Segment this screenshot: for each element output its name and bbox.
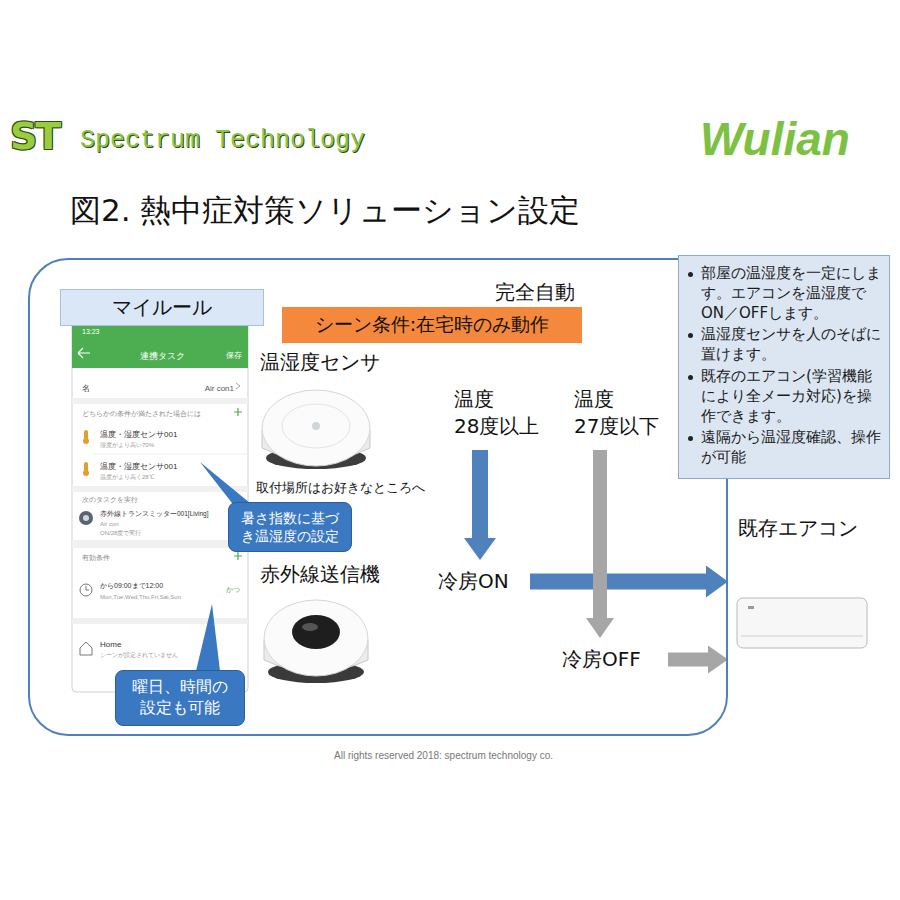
home-icon — [80, 642, 92, 655]
node-text: 遠隔から温湿度確認、操作が可能 — [701, 428, 881, 468]
device-mark — [312, 422, 320, 430]
ir-transmitter-picture — [264, 600, 368, 683]
brand-logo: Wulian — [700, 112, 850, 166]
ac-body — [737, 598, 867, 648]
chevron-icon — [236, 383, 240, 389]
device-item: 温湿度センサ取付場所はお好きなところへ — [254, 348, 444, 504]
app-screenshot: 13:23連携タスク保存名Air con1どちらかの条件が満たされた場合には温度… — [74, 324, 250, 694]
node-text: 部屋の温湿度を一定にします。エアコンを温湿度でON／OFFします。 — [701, 264, 881, 323]
copyright-note: All rights reserved 2018: spectrum techn… — [334, 750, 553, 761]
node-text: 完全自動 — [495, 280, 575, 304]
node-text: かつ — [226, 586, 240, 594]
node-text: 保存 — [226, 351, 242, 361]
callout-pointer — [200, 462, 250, 503]
action-text: 冷房OFF — [558, 642, 662, 677]
ir-lens — [292, 615, 340, 649]
lens-highlight — [302, 623, 318, 631]
node-text: マイルール — [65, 294, 259, 321]
node-text: ON/28度で実行 — [100, 530, 141, 537]
phone-screenshot — [72, 322, 248, 692]
node-text: シーンが設定されていません — [100, 652, 178, 659]
condition-text: 温度 27度以下 — [570, 382, 670, 444]
figure-title: 図2. 熱中症対策ソリューション設定 — [70, 190, 580, 232]
node-text: Air con1 — [205, 384, 234, 394]
node-text: 次のタスクを実行 — [82, 496, 138, 504]
section-band — [72, 540, 248, 548]
callout-pointer — [196, 604, 220, 671]
plus-icon — [234, 408, 242, 416]
action-text: 冷房ON — [434, 564, 524, 599]
automation-frame: 完全自動マイルール 13:23 連携タスク保存名 Air con1 どちらかの条件が満た… — [28, 258, 728, 736]
node-text: 赤外線送信機 — [260, 562, 380, 586]
thermometer-icon — [83, 470, 89, 476]
node-text: 曜日、時間の設定も可能 — [126, 677, 234, 719]
callout-bubble: 暑さ指数に基づき温湿度の設定 — [228, 502, 352, 552]
node-text: Mon,Tue,Wed,Thu,Fri,Sat,Sun — [100, 594, 181, 601]
thermometer-icon — [83, 438, 89, 444]
flow-arrow — [593, 450, 607, 618]
device-ring — [282, 404, 350, 448]
node-text: 温度 27度以下 — [574, 386, 666, 440]
node-text: 温度 28度以上 — [454, 386, 546, 440]
node-text: 温湿度センサ — [260, 350, 380, 374]
node-text: 既存のエアコン(学習機能により全メーカ対応)を操作できます。 — [701, 367, 881, 426]
node-text: 温度・湿度センサ001 — [100, 462, 177, 472]
section-band — [72, 618, 248, 624]
node-text: 冷房ON — [438, 568, 520, 595]
condition-band: シーン条件:在宅時のみ動作 — [282, 307, 582, 343]
node-text: 既存エアコン — [738, 516, 858, 540]
clock-icon — [86, 586, 89, 590]
node-text: シーン条件:在宅時のみ動作 — [286, 312, 578, 338]
flow-arrow — [472, 450, 488, 538]
brand-logo: ST — [10, 114, 59, 158]
node-text: 湿度がより高い70% — [100, 442, 154, 449]
node-text: 赤外線トランスミッター001[Living] — [100, 510, 208, 518]
node-text: 有効条件 — [82, 554, 110, 562]
app-header — [72, 322, 248, 368]
node-text: 13:23 — [82, 328, 100, 336]
node-text: Air con — [100, 521, 119, 528]
section-header: マイルール — [60, 289, 264, 326]
back-arrow — [78, 348, 90, 358]
node-text: 温度・湿度センサ001 — [100, 430, 177, 440]
company-name: Spectrum Technology — [80, 126, 365, 155]
clock-icon — [80, 584, 92, 596]
ir-icon — [83, 515, 89, 521]
flow-arrow — [668, 653, 708, 667]
node-text: どちらかの条件が満たされた場合には — [82, 410, 201, 418]
device-top — [264, 600, 368, 676]
node-text: 取付場所はお好きなところへ — [256, 480, 425, 496]
plus-icon — [234, 552, 242, 560]
device-item: 赤外線送信機 — [254, 558, 404, 690]
node-text: Home — [100, 640, 121, 650]
node-text: から09:00まで12:00 — [100, 582, 163, 590]
node-text: 暑さ指数に基づき温湿度の設定 — [235, 509, 345, 545]
callout-bubble: 曜日、時間の設定も可能 — [115, 670, 245, 726]
ir-icon — [79, 511, 93, 525]
node-text: 名 — [82, 384, 90, 394]
sensor-picture — [262, 390, 370, 469]
node-text: 温湿度センサを人のそばに置けます。 — [701, 325, 881, 365]
section-band — [72, 398, 248, 404]
node-text: 連携タスク — [74, 351, 250, 362]
ac-display — [748, 606, 754, 609]
node-text: 冷房OFF — [562, 646, 658, 673]
device-top — [262, 390, 370, 466]
notes-box: 部屋の温湿度を一定にします。エアコンを温湿度でON／OFFします。温湿度センサを… — [678, 255, 890, 479]
device-item: 既存エアコン — [732, 512, 874, 672]
flow-arrow — [530, 574, 706, 590]
phone-frame — [72, 322, 248, 692]
air-conditioner-picture — [737, 598, 867, 648]
condition-text: 温度 28度以上 — [450, 382, 550, 444]
ac-vent — [741, 636, 863, 637]
row-divider — [94, 454, 248, 455]
node-text: 温度がより高く28℃ — [100, 474, 155, 481]
